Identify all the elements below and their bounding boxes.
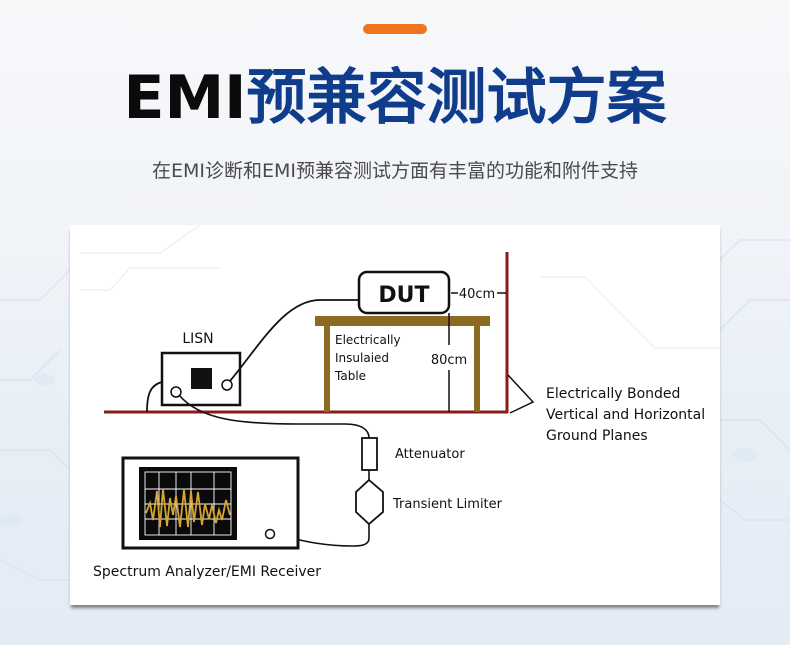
dut-label: DUT — [378, 283, 429, 308]
insulated-table — [315, 316, 490, 412]
lisn-port-left — [170, 386, 182, 398]
cable-lisn-to-attenuator — [178, 394, 370, 439]
table-top — [315, 316, 490, 326]
attenuator-box — [361, 437, 378, 471]
lisn-ground-strap — [146, 381, 163, 413]
accent-bar — [363, 24, 427, 34]
cable-lisn-to-dut — [229, 299, 359, 382]
lisn-label: LISN — [182, 331, 213, 347]
analyzer-screen — [139, 467, 237, 540]
distance-vertical-label: 80cm — [431, 353, 467, 368]
title-en: EMI — [123, 63, 247, 133]
distance-horizontal-label: 40cm — [459, 287, 495, 302]
table-leg-left — [324, 326, 330, 412]
limiter-label: Transient Limiter — [392, 497, 503, 512]
page-title: EMI预兼容测试方案 — [0, 58, 790, 138]
title-cn: 预兼容测试方案 — [246, 63, 667, 133]
ground-callout-pointer — [507, 374, 535, 414]
analyzer-label: Spectrum Analyzer/EMI Receiver — [93, 564, 321, 580]
table-label: Electrically Insulaied Table — [334, 333, 404, 383]
table-leg-right — [474, 326, 480, 412]
lisn-indicator — [191, 368, 212, 389]
ground-planes — [104, 252, 509, 414]
dut-box — [357, 270, 451, 315]
card-decoration — [80, 224, 720, 349]
transient-limiter — [355, 478, 384, 526]
lisn-port-right — [221, 379, 233, 391]
attenuator-label: Attenuator — [395, 447, 465, 462]
analyzer-input-port — [264, 528, 276, 540]
page-subtitle: 在EMI诊断和EMI预兼容测试方面有丰富的功能和附件支持 — [151, 160, 638, 182]
analyzer-trace — [145, 488, 231, 528]
ground-plane-label: Electrically Bonded Vertical and Horizon… — [546, 386, 710, 444]
